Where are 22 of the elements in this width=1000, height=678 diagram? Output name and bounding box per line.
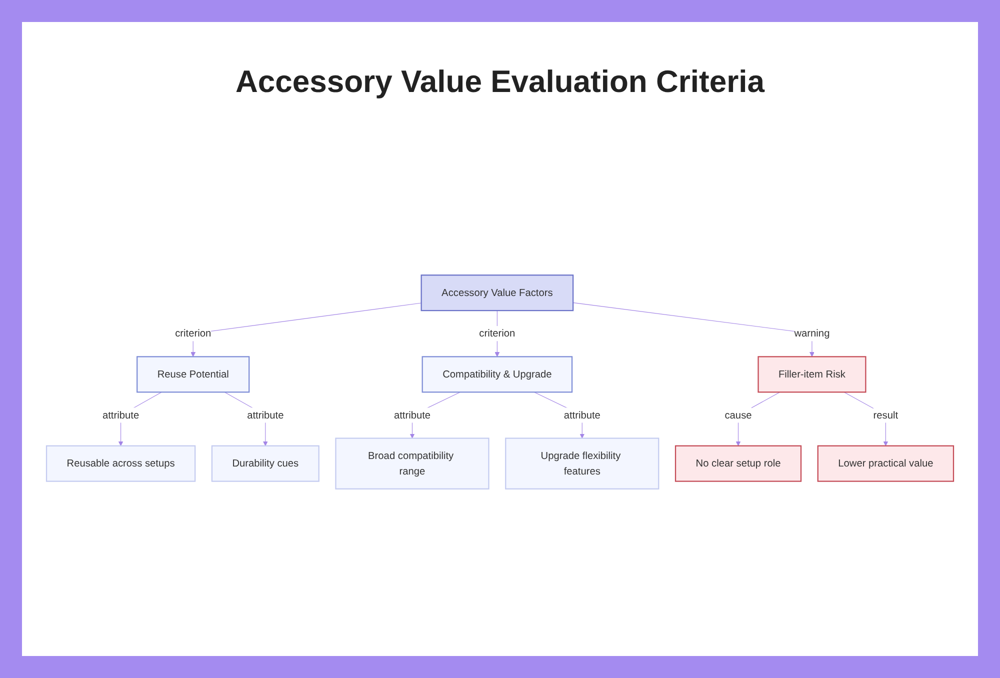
edge-label: criterion [479,328,516,339]
arrow [572,302,814,357]
edge-label: cause [724,409,752,421]
edge-label: attribute [394,409,431,421]
node-box: Filler-item Risk [758,356,866,393]
edge-label: attribute [564,409,600,421]
edge-label: criterion [175,328,212,339]
node-box: Compatibility & Upgrade [422,356,573,393]
node-box: No clear setup role [674,445,802,482]
node-box: Upgrade flexibility features [505,438,660,490]
arrow [190,302,422,357]
node-box: Broad compatibility range [335,438,490,490]
edge-label: attribute [102,409,140,421]
edge-label: attribute [247,409,284,421]
edge-label: warning [794,328,830,339]
node-box: Reuse Potential [136,356,250,393]
edge-label: result [873,409,898,421]
node-box: Lower practical value [817,445,954,482]
node-box: Durability cues [211,445,320,482]
node-box: Accessory Value Factors [420,274,574,312]
diagram-title: Accessory Value Evaluation Criteria [234,64,766,100]
node-box: Reusable across setups [46,445,196,482]
